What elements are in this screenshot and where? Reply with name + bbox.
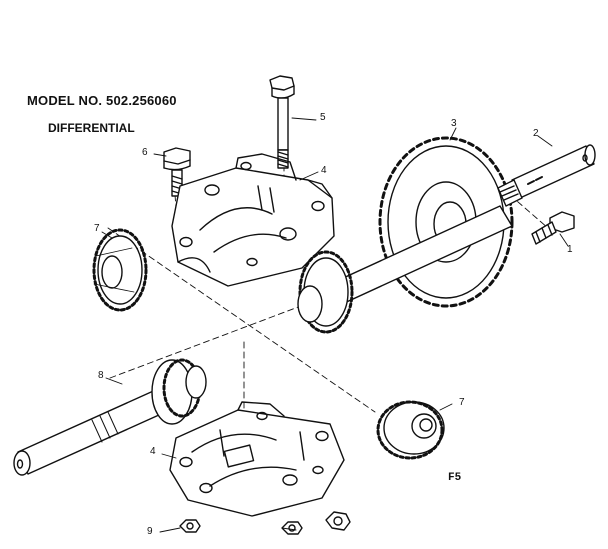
callout-4-upper: 4 — [321, 165, 327, 176]
callout-7-lower: 7 — [459, 397, 465, 408]
callout-2: 2 — [533, 128, 539, 139]
upper-differential-housing — [171, 153, 335, 287]
part-1-small-bolt — [531, 211, 575, 245]
model-number-title: MODEL NO. 502.256060 — [27, 93, 177, 108]
callout-7-upper: 7 — [94, 223, 100, 234]
part-7-bevel-gear-upper — [92, 228, 148, 312]
callout-6: 6 — [142, 147, 148, 158]
part-9-nuts — [179, 511, 351, 535]
callout-leader-lines — [101, 117, 569, 533]
callout-1: 1 — [567, 244, 573, 255]
assembly-name: DIFFERENTIAL — [48, 121, 135, 135]
callout-8: 8 — [98, 370, 104, 381]
part-6-short-bolt — [163, 147, 191, 197]
callout-9: 9 — [147, 526, 153, 537]
part-7-bevel-gear-lower — [376, 400, 445, 460]
callout-4-lower: 4 — [150, 446, 156, 457]
callout-5: 5 — [320, 112, 326, 123]
center-bevel-gear — [297, 250, 354, 334]
part-8-left-axle — [13, 358, 207, 476]
lower-differential-housing — [169, 401, 345, 517]
part-2-right-axle — [497, 144, 596, 207]
figure-label: F5 — [448, 472, 462, 484]
callout-3: 3 — [451, 118, 457, 129]
part-5-long-bolt — [269, 75, 295, 169]
